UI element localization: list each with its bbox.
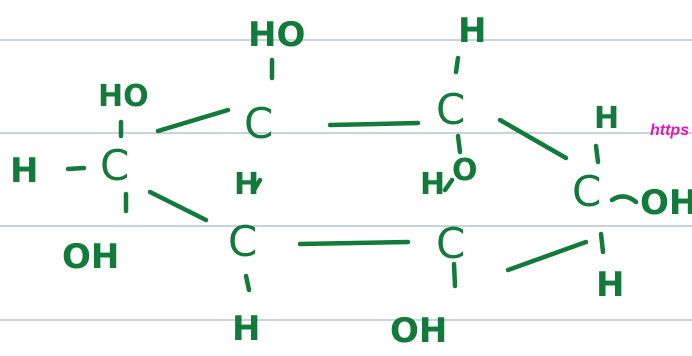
c3-top-label: H <box>458 11 486 51</box>
bond-c1-c6 <box>147 189 209 223</box>
atom-labels: HO H C OH HO C H C O H C OH H H C OH H C… <box>10 11 692 351</box>
bond-c4-h <box>593 143 601 165</box>
c4-right-label: OH <box>640 183 692 223</box>
cropped-url-watermark[interactable]: https <box>650 122 689 139</box>
bond-c4-oh <box>609 194 639 205</box>
c1-left-label: H <box>10 151 38 191</box>
c4-top-label: H <box>594 101 619 136</box>
bond-c5-oh <box>451 261 458 289</box>
c5-top-label: H <box>420 167 445 202</box>
bonds <box>65 55 639 293</box>
c6-carbon: C <box>228 217 257 266</box>
bond-c6-h-tick <box>251 177 263 193</box>
bond-c2-c3 <box>327 120 421 128</box>
c3-bottom-label: O <box>452 153 478 188</box>
c6-bottom-label: H <box>232 309 260 349</box>
c2-carbon: C <box>244 99 273 148</box>
c5-carbon: C <box>436 219 465 268</box>
bond-c4-c5 <box>505 239 589 273</box>
c5-bottom-label: OH <box>390 311 447 351</box>
c1-carbon: C <box>100 141 129 190</box>
c4-bottom-label: H <box>596 265 624 305</box>
bond-c3-c4 <box>497 117 569 161</box>
c3-carbon: C <box>436 85 465 134</box>
bond-c6-h <box>243 273 252 293</box>
c1-bottom-label: OH <box>62 237 119 277</box>
c2-top-label: HO <box>248 15 305 55</box>
bond-c3-h <box>453 55 461 75</box>
ruled-lines <box>0 39 692 321</box>
bond-c1-h <box>65 165 87 172</box>
c1-top-label: HO <box>98 79 149 114</box>
bond-c1-c2 <box>155 107 231 134</box>
bond-c5-c6 <box>297 239 411 247</box>
bond-c5-h-tick <box>442 177 455 193</box>
c4-carbon: C <box>572 167 601 216</box>
bond-c3-o <box>455 133 463 155</box>
c6-top-label: H <box>234 167 259 202</box>
bond-c4-h-bottom <box>598 231 606 255</box>
